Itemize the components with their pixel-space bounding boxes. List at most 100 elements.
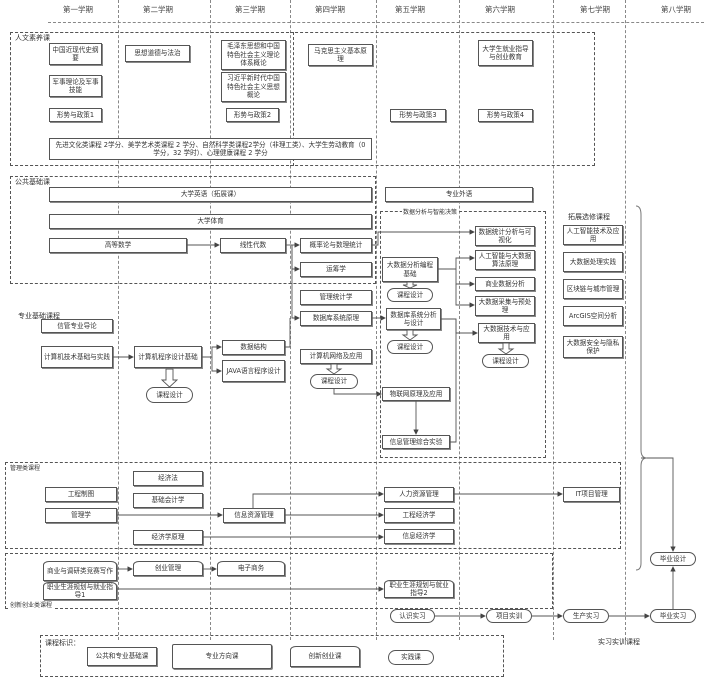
semester-2: 第二学期	[143, 5, 173, 14]
course-career-edu[interactable]: 大学生就业指导与创业教育	[478, 40, 533, 66]
course-java[interactable]: JAVA语言程序设计	[222, 360, 285, 382]
electives-note: 先进文化类课程 2学分、美学艺术类课程 2 学分、自然科学类课程2学分（非理工类…	[49, 138, 372, 160]
semester-divider	[376, 0, 377, 640]
course-policy-4[interactable]: 形势与政策4	[478, 109, 533, 122]
legend-innovation: 创新创业课	[290, 646, 360, 667]
semester-divider	[210, 0, 211, 640]
group-data-intel	[380, 211, 546, 458]
course-design-3[interactable]: 课程设计	[387, 288, 433, 302]
course-entrepreneurship[interactable]: 创业管理	[133, 561, 203, 576]
legend-practice: 实践课	[388, 650, 434, 665]
course-design-4[interactable]: 课程设计	[387, 340, 433, 354]
legend-title: 课程标识：	[44, 638, 81, 648]
hollow-arrow-1	[160, 368, 179, 388]
course-accounting[interactable]: 基础会计学	[133, 493, 203, 508]
elective-arcgis[interactable]: ArcGIS空间分析	[563, 306, 623, 326]
group-label-professional-basic: 专业基础课程	[18, 312, 60, 320]
elective-bigdata-practice[interactable]: 大数据处理实践	[563, 252, 623, 272]
course-stat-vis[interactable]: 数据统计分析与可视化	[475, 226, 535, 246]
hollow-arrow-2	[325, 363, 343, 375]
group-public-basic	[10, 176, 376, 284]
group-humanities-frame	[10, 32, 294, 166]
elective-blockchain[interactable]: 区块链与城市管理	[563, 279, 623, 299]
course-biz-writing[interactable]: 商业与调研类竞赛写作	[43, 561, 117, 581]
course-ai-algo[interactable]: 人工智能与大数据算法原理	[475, 250, 535, 270]
group-innovation	[5, 553, 553, 609]
semester-5: 第五学期	[395, 5, 425, 14]
course-bigdata-prog[interactable]: 大数据分析编程基础	[382, 257, 438, 282]
semester-1: 第一学期	[63, 5, 93, 14]
group-label-management: 管理类课程	[9, 463, 42, 472]
course-policy-3[interactable]: 形势与政策3	[390, 109, 446, 122]
group-label-public-basic: 公共基础课	[14, 177, 51, 187]
group-label-extension: 拓展选修课程	[568, 213, 610, 221]
course-drawing[interactable]: 工程制图	[45, 487, 117, 502]
group-label-practice: 实习实训课程	[598, 638, 640, 646]
course-english[interactable]: 大学英语（拓展课）	[49, 187, 372, 202]
practice-thesis[interactable]: 毕业设计	[650, 552, 696, 566]
course-hr[interactable]: 人力资源管理	[384, 487, 454, 502]
link-prog-java	[211, 357, 222, 374]
course-eng-econ[interactable]: 工程经济学	[384, 508, 454, 523]
semester-8: 第八学期	[661, 5, 691, 14]
link-network-iot	[333, 389, 382, 397]
elective-ai[interactable]: 人工智能技术及应用	[563, 225, 623, 245]
course-operations[interactable]: 运筹学	[300, 262, 372, 277]
semester-divider	[553, 0, 554, 640]
course-networks[interactable]: 计算机网络及应用	[300, 349, 372, 364]
course-design-5[interactable]: 课程设计	[482, 354, 529, 368]
course-xi-thought[interactable]: 习近平新时代中国特色社会主义思想概论	[221, 72, 286, 102]
course-db-principles[interactable]: 数据库系统原理	[300, 311, 372, 326]
link-brace-thesis	[641, 457, 676, 552]
course-data-structure[interactable]: 数据结构	[222, 340, 285, 355]
group-label-humanities: 人文素养课	[14, 33, 51, 43]
course-design-1[interactable]: 课程设计	[146, 387, 193, 403]
course-mao-theory[interactable]: 毛泽东思想和中国特色社会主义理论体系概论	[221, 40, 286, 70]
course-marxism[interactable]: 马克思主义基本原理	[308, 44, 373, 66]
group-label-data-intel: 数据分析与智能决策	[402, 207, 459, 216]
semester-3: 第三学期	[235, 5, 265, 14]
course-info-econ[interactable]: 信息经济学	[384, 529, 454, 544]
course-modern-history[interactable]: 中国近现代史纲要	[49, 43, 102, 65]
course-prob-stats[interactable]: 概率论与数理统计	[300, 238, 372, 253]
semester-divider	[625, 0, 626, 640]
practice-project[interactable]: 项目实训	[486, 609, 532, 623]
course-mgmt-stats[interactable]: 管理统计学	[300, 290, 372, 305]
semester-7: 第七学期	[580, 5, 610, 14]
practice-cognition[interactable]: 认识实习	[390, 609, 435, 623]
course-collect[interactable]: 大数据采集与预处理	[475, 296, 535, 316]
course-intro[interactable]: 信管专业导论	[41, 319, 113, 333]
course-iot[interactable]: 物联网原理及应用	[382, 387, 450, 401]
course-design-2[interactable]: 课程设计	[310, 374, 358, 389]
course-career-1[interactable]: 职业生涯规划与就业指导1	[43, 582, 117, 600]
course-pe[interactable]: 大学体育	[49, 214, 372, 229]
course-info-resource[interactable]: 信息资源管理	[223, 508, 285, 523]
course-linear-algebra[interactable]: 线性代数	[220, 238, 286, 253]
course-management[interactable]: 管理学	[45, 508, 117, 523]
group-legend	[40, 635, 504, 677]
course-comp-basics[interactable]: 计算机技术基础与实践	[41, 346, 113, 368]
elective-security[interactable]: 大数据安全与隐私保护	[563, 336, 623, 358]
course-biz-analysis[interactable]: 商业数据分析	[475, 277, 535, 291]
course-programming[interactable]: 计算机程序设计基础	[134, 346, 202, 368]
course-it-project[interactable]: IT项目管理	[563, 487, 620, 502]
practice-graduation-intern[interactable]: 毕业实习	[650, 609, 696, 623]
course-military[interactable]: 军事理论及军事技能	[49, 75, 102, 97]
course-economics[interactable]: 经济学原理	[133, 530, 203, 545]
course-bigdata-tech[interactable]: 大数据技术与应用	[478, 323, 535, 343]
group-humanities-ext	[290, 32, 595, 166]
semester-divider	[290, 0, 291, 640]
course-ecommerce[interactable]: 电子商务	[217, 561, 285, 576]
course-ethics-law[interactable]: 思想道德与法治	[125, 45, 190, 62]
course-adv-math[interactable]: 高等数学	[49, 238, 187, 253]
course-pro-english[interactable]: 专业外语	[385, 187, 533, 202]
course-policy-1[interactable]: 形势与政策1	[49, 108, 102, 122]
legend-basic: 公共和专业基础课	[87, 647, 157, 666]
practice-production[interactable]: 生产实习	[563, 609, 609, 623]
course-econ-law[interactable]: 经济法	[133, 471, 203, 486]
brace-electives	[635, 205, 648, 571]
course-info-lab[interactable]: 信息管理综合实验	[382, 435, 450, 449]
course-db-analysis[interactable]: 数据库系统分析与设计	[386, 308, 441, 330]
course-career-2[interactable]: 职业生涯规划与就业指导2	[384, 580, 454, 598]
course-policy-2[interactable]: 形势与政策2	[226, 108, 279, 122]
